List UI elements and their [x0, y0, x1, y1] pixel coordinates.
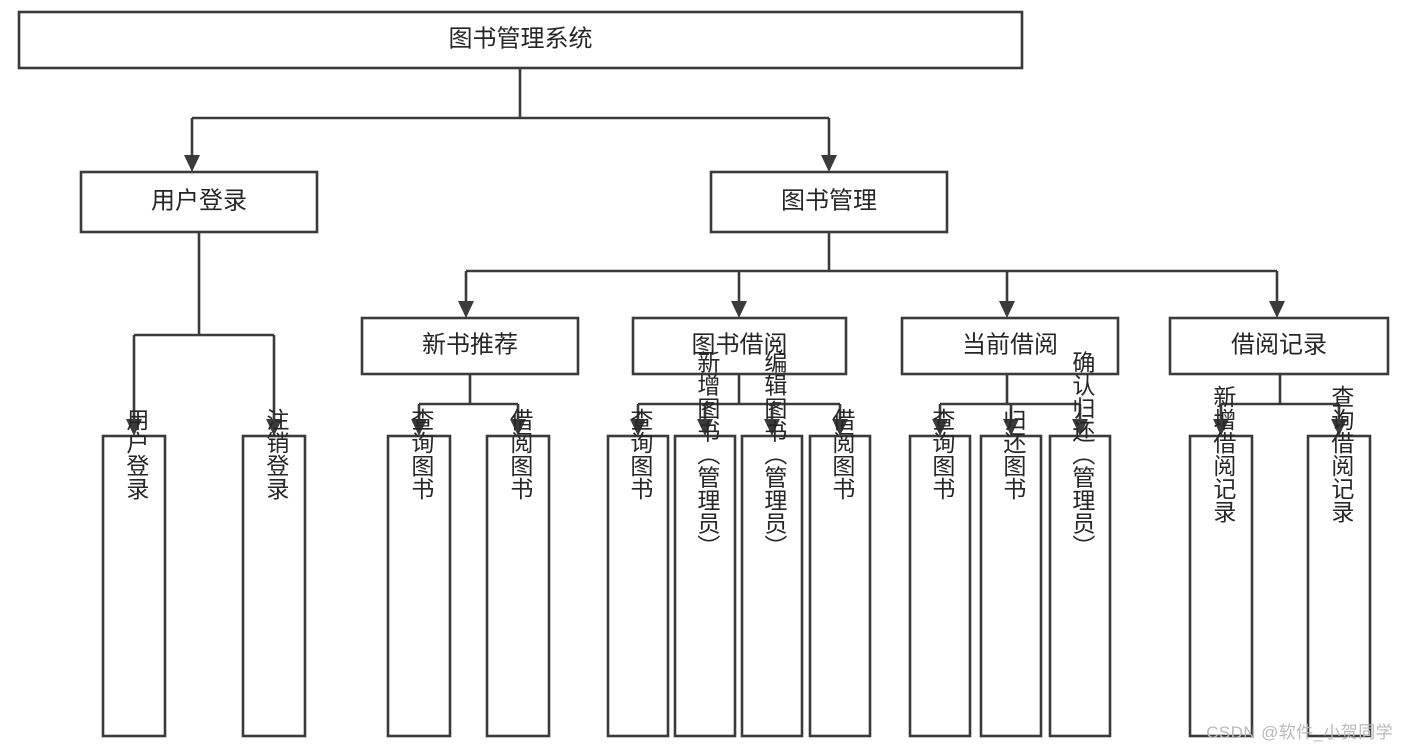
node-leaf-borrow-book-recommend-box[interactable] [485, 434, 551, 738]
node-leaf-query-borrow-record[interactable]: 查询借阅记录 [1306, 385, 1372, 738]
node-leaf-add-borrow-record-label: 新增借阅记录 [1210, 385, 1237, 523]
node-leaf-edit-book-admin-label: 编辑图书（管理员） [761, 351, 788, 558]
node-new-book-recommend[interactable]: 新书推荐 [360, 316, 580, 376]
book-management-branch-2-arrowhead [999, 301, 1015, 318]
node-leaf-add-book-admin-box[interactable] [673, 434, 737, 738]
node-leaf-query-book-borrow-label: 查询图书 [627, 408, 654, 500]
node-leaf-add-borrow-record[interactable]: 新增借阅记录 [1188, 385, 1254, 738]
node-leaf-query-book-recommend-box[interactable] [386, 434, 452, 738]
current-borrow-branch-0-arrowhead [932, 419, 948, 436]
node-book-management-box[interactable] [709, 170, 949, 234]
node-leaf-borrow-book-label: 借阅图书 [829, 408, 856, 500]
node-leaf-query-book-current-label: 查询图书 [929, 408, 956, 500]
node-leaf-edit-book-admin[interactable]: 编辑图书（管理员） [740, 351, 804, 738]
node-layer: 图书管理系统用户登录图书管理新书推荐图书借阅当前借阅借阅记录用户登录注销登录查询… [17, 10, 1390, 738]
node-leaf-query-book-borrow[interactable]: 查询图书 [606, 408, 670, 738]
node-leaf-user-logout-box[interactable] [241, 434, 307, 738]
node-leaf-confirm-return-admin-box[interactable] [1048, 434, 1112, 738]
node-leaf-borrow-book-box[interactable] [808, 434, 872, 738]
node-leaf-add-book-admin[interactable]: 新增图书（管理员） [673, 351, 737, 738]
user-login-branch-0-arrowhead [126, 419, 142, 436]
node-leaf-query-book-current-box[interactable] [908, 434, 972, 738]
node-user-login-box[interactable] [79, 170, 319, 234]
node-book-management[interactable]: 图书管理 [709, 170, 949, 234]
node-book-borrow-box[interactable] [631, 316, 848, 376]
current-borrow-branch-2-arrowhead [1072, 419, 1088, 436]
node-leaf-query-book-current[interactable]: 查询图书 [908, 408, 972, 738]
node-root-system-box[interactable] [17, 10, 1024, 70]
current-borrow-branch-1-arrowhead [1003, 419, 1019, 436]
node-leaf-query-book-recommend-label: 查询图书 [408, 408, 435, 500]
new-book-recommend-branch-0-arrowhead [411, 419, 427, 436]
node-leaf-query-borrow-record-box[interactable] [1306, 434, 1372, 738]
node-leaf-return-book-label: 归还图书 [1000, 408, 1027, 500]
node-leaf-user-login-label: 用户登录 [123, 408, 150, 500]
node-leaf-user-login-box[interactable] [101, 434, 167, 738]
node-current-borrow[interactable]: 当前借阅 [900, 316, 1120, 376]
node-borrow-record-label: 借阅记录 [1231, 331, 1327, 358]
borrow-record-branch-1-arrowhead [1331, 419, 1347, 436]
connector-layer [126, 68, 1347, 436]
node-user-login-label: 用户登录 [151, 187, 247, 214]
node-new-book-recommend-box[interactable] [360, 316, 580, 376]
node-leaf-return-book[interactable]: 归还图书 [979, 408, 1043, 738]
book-borrow-branch-2-arrowhead [764, 419, 780, 436]
node-current-borrow-box[interactable] [900, 316, 1120, 376]
node-leaf-add-book-admin-label: 新增图书（管理员） [694, 351, 721, 558]
node-leaf-query-book-borrow-box[interactable] [606, 434, 670, 738]
root-branch-1-arrowhead [821, 155, 837, 172]
node-leaf-user-logout[interactable]: 注销登录 [241, 408, 307, 738]
node-leaf-borrow-book-recommend[interactable]: 借阅图书 [485, 408, 551, 738]
node-leaf-query-borrow-record-label: 查询借阅记录 [1328, 385, 1355, 523]
node-leaf-user-login[interactable]: 用户登录 [101, 408, 167, 738]
node-current-borrow-label: 当前借阅 [962, 331, 1058, 358]
node-leaf-confirm-return-admin-label: 确认归还（管理员） [1069, 351, 1096, 558]
book-management-branch-3-arrowhead [1269, 301, 1285, 318]
node-root-system[interactable]: 图书管理系统 [17, 10, 1024, 70]
node-book-management-label: 图书管理 [781, 187, 877, 214]
book-management-branch-0-arrowhead [458, 301, 474, 318]
node-borrow-record[interactable]: 借阅记录 [1168, 316, 1390, 376]
book-borrow-branch-3-arrowhead [832, 419, 848, 436]
node-borrow-record-box[interactable] [1168, 316, 1390, 376]
node-leaf-edit-book-admin-box[interactable] [740, 434, 804, 738]
node-leaf-borrow-book-recommend-label: 借阅图书 [507, 408, 534, 500]
new-book-recommend-branch-1-arrowhead [510, 419, 526, 436]
borrow-record-branch-0-arrowhead [1213, 419, 1229, 436]
node-leaf-borrow-book[interactable]: 借阅图书 [808, 408, 872, 738]
csdn-watermark: CSDN @软件_小贺同学 [1206, 723, 1393, 742]
node-leaf-return-book-box[interactable] [979, 434, 1043, 738]
book-borrow-branch-1-arrowhead [697, 419, 713, 436]
root-branch-0-arrowhead [184, 155, 200, 172]
node-book-borrow[interactable]: 图书借阅 [631, 316, 848, 376]
node-book-borrow-label: 图书借阅 [692, 331, 788, 358]
node-root-system-label: 图书管理系统 [449, 25, 593, 52]
book-management-branch-1-arrowhead [731, 301, 747, 318]
node-new-book-recommend-label: 新书推荐 [422, 331, 518, 358]
node-leaf-user-logout-label: 注销登录 [263, 408, 290, 500]
user-login-branch-1-arrowhead [266, 419, 282, 436]
node-leaf-add-borrow-record-box[interactable] [1188, 434, 1254, 738]
node-leaf-confirm-return-admin[interactable]: 确认归还（管理员） [1048, 351, 1112, 738]
node-leaf-query-book-recommend[interactable]: 查询图书 [386, 408, 452, 738]
node-user-login[interactable]: 用户登录 [79, 170, 319, 234]
book-borrow-branch-0-arrowhead [630, 419, 646, 436]
